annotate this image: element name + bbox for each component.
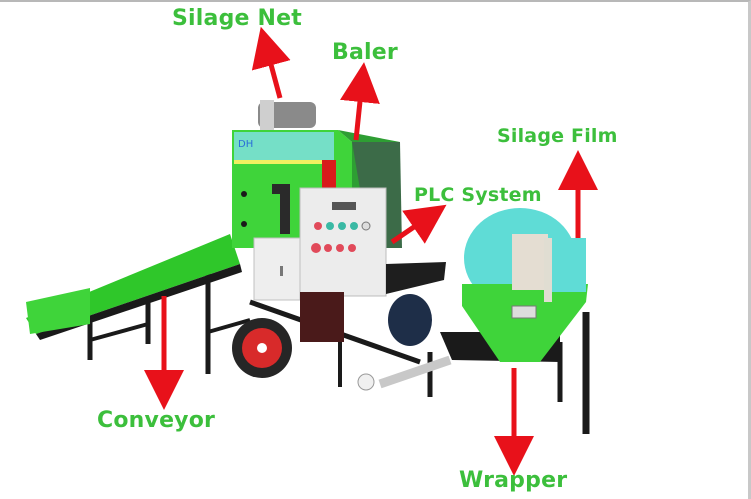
arrow-silage-net — [251, 26, 291, 99]
conveyor-part — [26, 234, 251, 374]
label-silage-net: Silage Net — [172, 6, 302, 31]
label-conveyor: Conveyor — [97, 408, 216, 433]
arrow-baler — [340, 62, 380, 141]
wrapper-part — [462, 208, 588, 362]
plc-part — [253, 187, 446, 301]
arrow-plc-system — [390, 204, 447, 245]
label-silage-film: Silage Film — [497, 125, 618, 147]
label-baler: Baler — [332, 40, 398, 65]
label-wrapper: Wrapper — [459, 468, 568, 493]
label-plc-system: PLC System — [414, 184, 542, 206]
svg-text:DH: DH — [238, 139, 253, 150]
callout-arrows — [144, 26, 598, 476]
